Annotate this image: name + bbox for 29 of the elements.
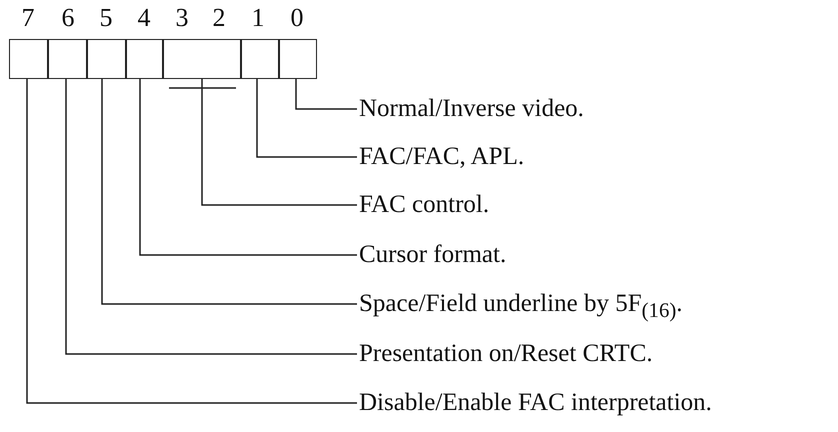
bit-number: 5 — [98, 4, 114, 32]
bit-description: FAC control. — [359, 190, 490, 220]
bit-description: Space/Field underline by 5F$_{(16)}$. — [359, 289, 683, 325]
leader-line — [201, 79, 357, 206]
bit-description: Presentation on/Reset CRTC. — [359, 339, 653, 369]
leader-line — [26, 79, 357, 404]
leader-line — [139, 79, 357, 256]
leader-line — [101, 79, 357, 305]
bit-cell — [87, 39, 126, 79]
bit-number: 3 — [174, 4, 190, 32]
bit-description: Disable/Enable FAC interpretation. — [359, 388, 712, 418]
bit-description: Normal/Inverse video. — [359, 94, 584, 124]
bit-cell — [279, 39, 317, 79]
bit-number: 1 — [250, 4, 266, 32]
bit-number: 4 — [136, 4, 152, 32]
bit-number: 6 — [60, 4, 76, 32]
bit-number: 2 — [212, 4, 226, 32]
bit-cell — [9, 39, 48, 79]
bit-number: 7 — [20, 4, 36, 32]
bit-cell — [48, 39, 87, 79]
leader-line — [65, 79, 357, 355]
bit-cell — [241, 39, 279, 79]
bit-number: 0 — [290, 4, 304, 32]
bit-description: Cursor format. — [359, 240, 506, 270]
leader-line — [295, 79, 357, 110]
bit-cell — [163, 39, 241, 79]
leader-line — [256, 79, 357, 158]
bit-description: FAC/FAC, APL. — [359, 142, 524, 172]
bit-cell — [126, 39, 163, 79]
